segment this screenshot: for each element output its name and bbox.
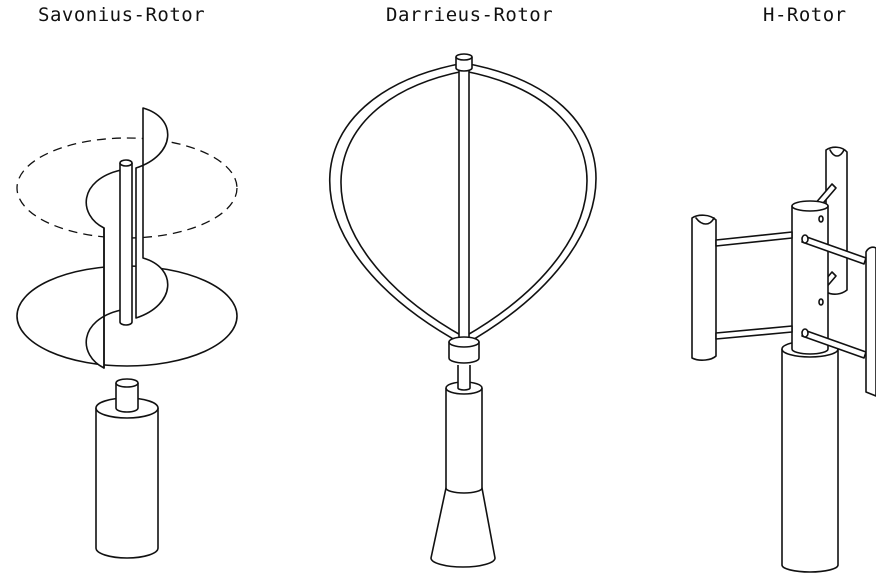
h-rotor-mast <box>791 200 829 355</box>
h-rotor-blade-back <box>825 146 848 295</box>
savonius-blade-right <box>135 107 169 319</box>
darrieus-bottom-hub <box>448 336 480 364</box>
h-rotor-label: H-Rotor <box>763 4 847 26</box>
savonius-rotor-drawing <box>16 107 238 559</box>
darrieus-rotor-drawing <box>328 53 597 568</box>
darrieus-top-hub <box>455 53 473 72</box>
h-rotor-arms-right <box>801 215 867 359</box>
h-rotor-drawing <box>691 146 876 573</box>
savonius-axle <box>119 159 133 326</box>
h-rotor-arms-left <box>715 231 793 340</box>
h-rotor-blade-left <box>691 214 717 361</box>
darrieus-shaft <box>457 365 471 391</box>
savonius-rotor-label: Savonius-Rotor <box>38 4 206 26</box>
savonius-dashed-top-circle <box>16 137 238 239</box>
savonius-shaft <box>115 378 139 413</box>
darrieus-rotor-label: Darrieus-Rotor <box>386 4 554 26</box>
h-rotor-tower <box>781 340 839 573</box>
savonius-tower <box>95 397 159 559</box>
darrieus-mast <box>458 67 470 341</box>
darrieus-tower <box>430 381 496 568</box>
h-rotor-blade-right <box>865 246 876 397</box>
